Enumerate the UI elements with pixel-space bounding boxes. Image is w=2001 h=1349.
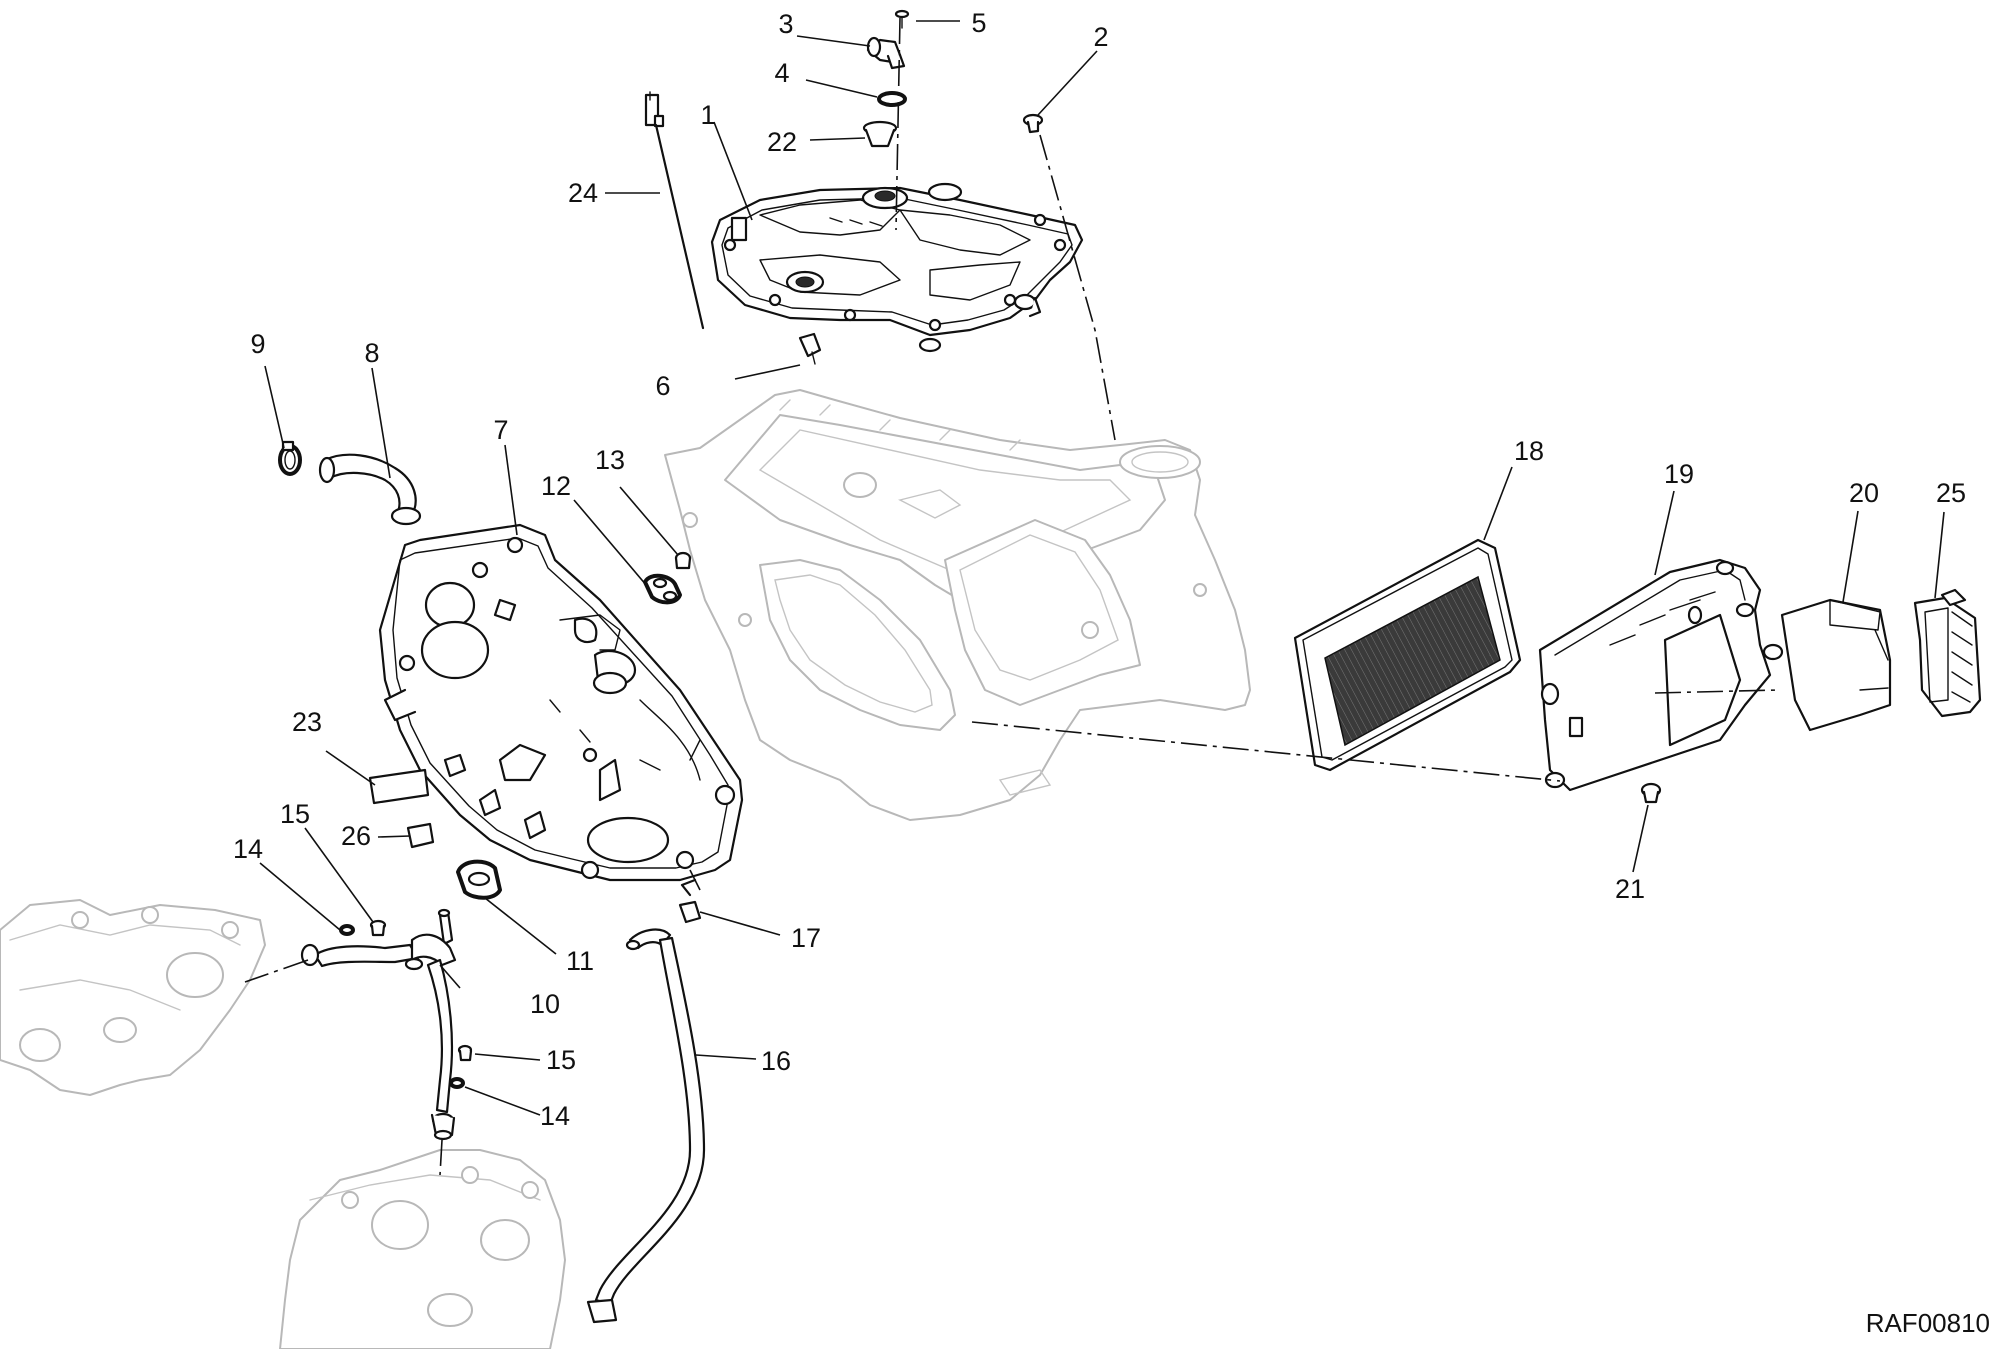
callout-19: 19 xyxy=(1664,459,1694,489)
part-26-pad xyxy=(406,822,435,849)
part-11-bracket xyxy=(456,859,502,900)
part-7-cover-plate xyxy=(378,523,744,882)
callout-18: 18 xyxy=(1514,436,1544,466)
part-1-airbox-cover xyxy=(710,182,1084,353)
callout-23: 23 xyxy=(292,707,322,737)
callout-20: 20 xyxy=(1849,478,1879,508)
callout-3: 3 xyxy=(778,9,793,39)
part-16-drain-hose xyxy=(586,928,706,1324)
part-12-bracket xyxy=(643,573,682,605)
part-13-nut xyxy=(674,551,692,570)
callout-13: 13 xyxy=(595,445,625,475)
airbox-body xyxy=(664,389,1251,821)
part-10-hose-assembly xyxy=(300,908,457,1141)
part-8-hose xyxy=(318,453,422,526)
callout-2: 2 xyxy=(1093,22,1108,52)
callout-10: 10 xyxy=(530,989,560,1019)
part-25-grille xyxy=(1913,588,1982,718)
callout-21: 21 xyxy=(1615,874,1645,904)
callout-12: 12 xyxy=(541,471,571,501)
callout-5: 5 xyxy=(971,8,986,38)
callout-9: 9 xyxy=(250,329,265,359)
callout-4: 4 xyxy=(774,58,789,88)
callout-14b: 14 xyxy=(540,1101,570,1131)
callout-15b: 15 xyxy=(546,1045,576,1075)
part-19-duct xyxy=(1538,558,1784,792)
part-14-washer-upper xyxy=(339,924,355,936)
part-6-fitting xyxy=(798,332,822,365)
callout-16: 16 xyxy=(761,1046,791,1076)
part-22-grommet xyxy=(862,120,898,148)
part-14-washer-lower xyxy=(449,1077,465,1089)
callout-22: 22 xyxy=(767,127,797,157)
callout-26: 26 xyxy=(341,821,371,851)
engine-cylinder-head-left xyxy=(0,899,266,1096)
part-21-screw xyxy=(1640,782,1662,804)
part-5-screw xyxy=(894,9,910,29)
part-15-screw-lower xyxy=(457,1044,473,1062)
part-15-screw-upper xyxy=(369,919,387,937)
callout-1: 1 xyxy=(700,100,715,130)
engine-cylinder-head-bottom xyxy=(279,1149,566,1349)
part-18-air-filter xyxy=(1293,538,1522,772)
callout-24: 24 xyxy=(568,178,598,208)
callout-6: 6 xyxy=(655,371,670,401)
part-2-screw xyxy=(1022,113,1044,134)
callout-11: 11 xyxy=(566,946,594,976)
callout-7: 7 xyxy=(493,415,508,445)
callout-25: 25 xyxy=(1936,478,1966,508)
part-20-intake-duct xyxy=(1780,598,1892,732)
callout-labels: 1 2 3 4 5 6 7 8 9 10 11 12 13 14 14 15 1… xyxy=(233,8,1966,1131)
callout-17: 17 xyxy=(791,923,821,953)
callout-14a: 14 xyxy=(233,834,263,864)
part-24-cable-tie xyxy=(644,91,705,330)
part-3-fitting xyxy=(866,36,906,70)
callout-8: 8 xyxy=(364,338,379,368)
reference-code: RAF00810 xyxy=(1866,1308,1990,1338)
part-17-clamp xyxy=(678,878,702,924)
part-4-washer xyxy=(877,91,907,107)
callout-15a: 15 xyxy=(280,799,310,829)
leader-lines xyxy=(259,20,1945,1116)
part-23-pad xyxy=(368,768,430,805)
assembly-axis-lines xyxy=(244,17,1781,1176)
